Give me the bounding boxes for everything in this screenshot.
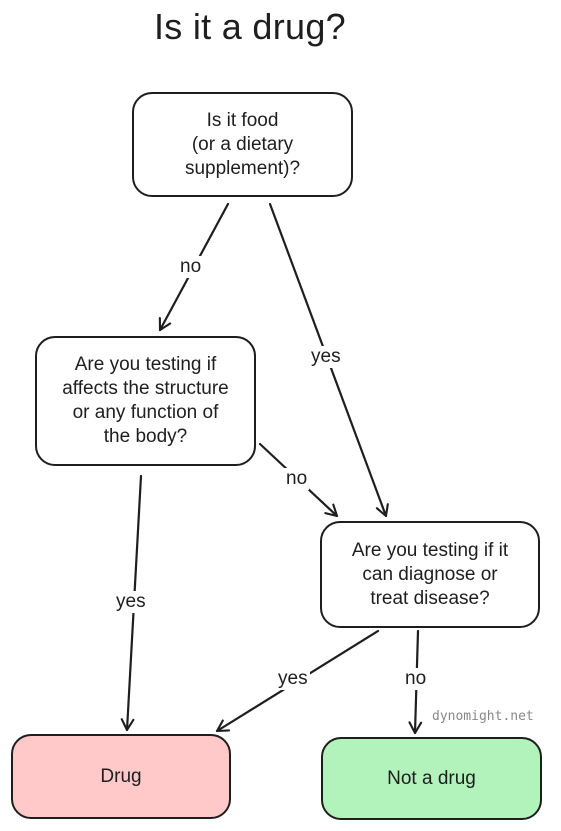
page-title: Is it a drug? <box>153 6 346 47</box>
label-food-yes: yes <box>309 346 343 368</box>
watermark: dynomight.net <box>432 709 534 724</box>
node-not-a-drug: Not a drug <box>321 737 542 820</box>
node-affects-structure: Are you testing if affects the structure… <box>35 336 256 466</box>
label-diagnose-no: no <box>403 668 429 690</box>
label-structure-no: no <box>284 468 310 490</box>
node-drug: Drug <box>11 734 231 819</box>
node-diagnose-treat: Are you testing if it can diagnose or tr… <box>320 521 540 628</box>
label-diagnose-yes: yes <box>276 668 310 690</box>
node-is-it-food: Is it food (or a dietary supplement)? <box>132 92 353 197</box>
label-food-no: no <box>178 256 204 278</box>
label-structure-yes: yes <box>114 591 148 613</box>
